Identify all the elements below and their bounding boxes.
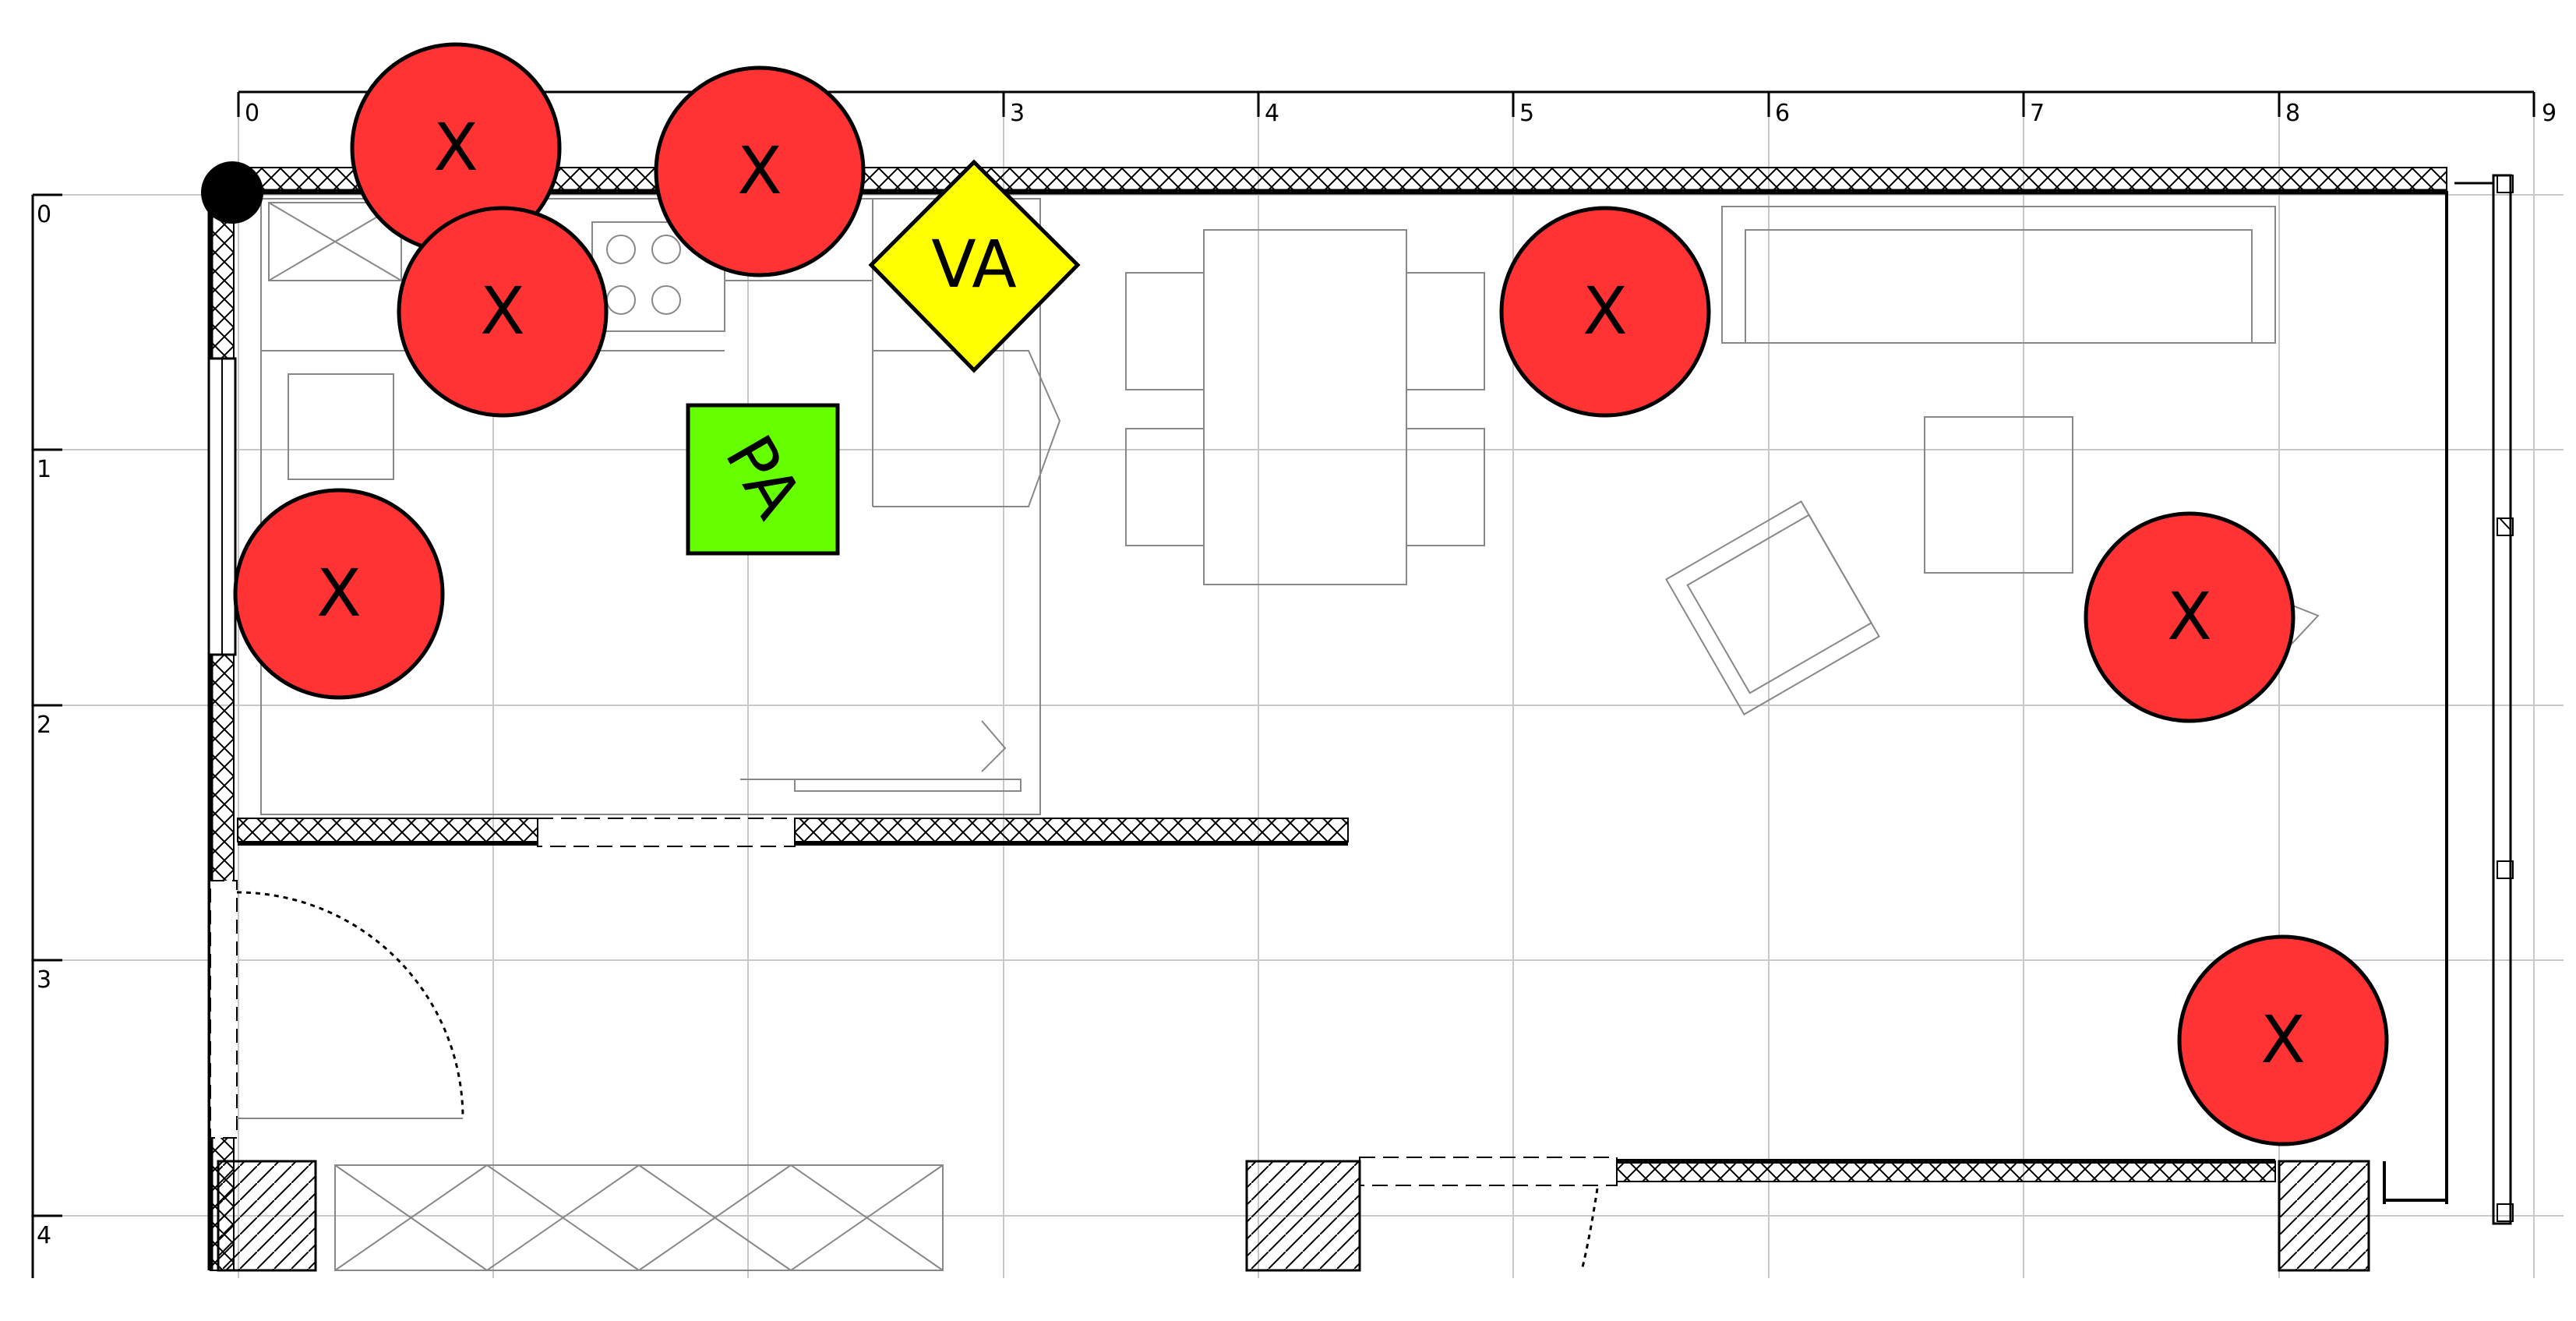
marker-x-2[interactable]: X [397, 206, 609, 418]
marker-pa[interactable]: PA [686, 403, 840, 556]
marker-x-4[interactable]: X [233, 488, 445, 700]
ruler-left-label-4: 4 [37, 1222, 51, 1249]
left-ruler: 0 1 2 3 4 [31, 193, 62, 1278]
marker-x-5-label: X [1583, 273, 1628, 349]
marker-x-7[interactable]: X [2177, 934, 2389, 1146]
ruler-left-label-3: 3 [37, 966, 51, 994]
marker-x-4-label: X [316, 555, 362, 631]
marker-x-6[interactable]: X [2084, 511, 2295, 723]
marker-x-1-label: X [433, 109, 478, 185]
origin-handle[interactable] [201, 161, 263, 224]
ruler-top-label-6: 6 [1775, 100, 1790, 127]
ruler-left-label-0: 0 [37, 201, 51, 228]
ruler-top-label-0: 0 [245, 100, 259, 127]
marker-x-6-label: X [2167, 578, 2212, 655]
marker-va-label: VA [931, 226, 1017, 302]
ruler-top-label-5: 5 [1519, 100, 1534, 127]
ruler-top-label-9: 9 [2542, 100, 2557, 127]
ruler-top-label-8: 8 [2285, 100, 2300, 127]
ruler-left-label-2: 2 [37, 712, 51, 739]
marker-x-3[interactable]: X [654, 65, 866, 277]
ruler-top-label-7: 7 [2030, 100, 2045, 127]
marker-x-7-label: X [2260, 1001, 2306, 1078]
marker-x-5[interactable]: X [1499, 206, 1711, 418]
marker-x-3-label: X [737, 132, 782, 209]
walls [207, 167, 2514, 1272]
top-ruler: 0 1 2 3 4 5 6 7 8 9 [237, 90, 2557, 127]
ruler-left-label-1: 1 [37, 456, 51, 483]
ruler-top-label-3: 3 [1010, 100, 1025, 127]
ruler-top-label-4: 4 [1265, 100, 1279, 127]
marker-va[interactable]: VA [868, 159, 1081, 373]
marker-x-2-label: X [480, 273, 525, 349]
